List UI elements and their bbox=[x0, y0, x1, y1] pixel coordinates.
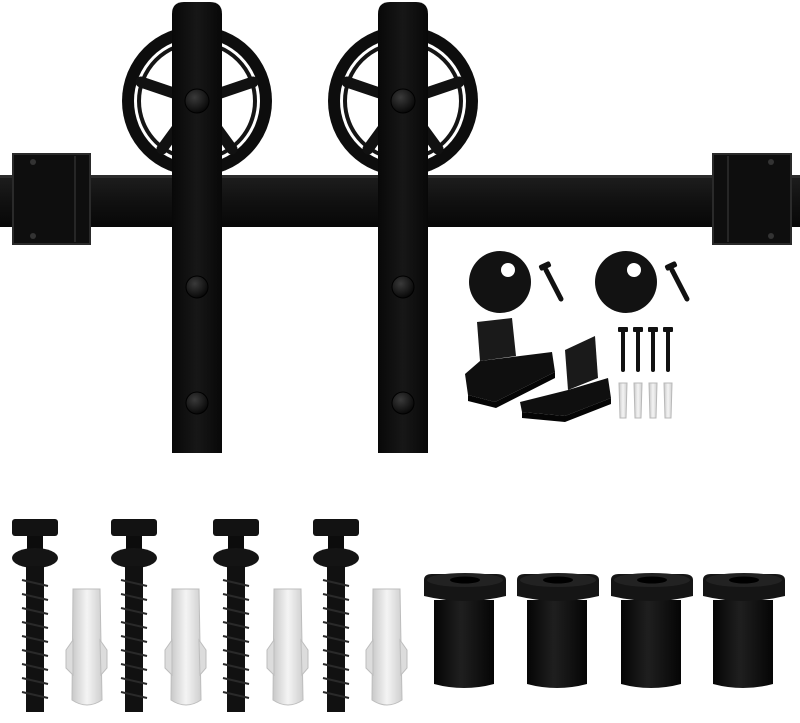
lag-bolt-3 bbox=[213, 519, 259, 712]
small-screw-icon bbox=[633, 327, 643, 372]
door-bolt-icon bbox=[185, 275, 209, 299]
rail-spacer-2 bbox=[517, 573, 599, 688]
right-rail-end-cap bbox=[712, 153, 792, 245]
floor-guide-left bbox=[465, 318, 555, 408]
axle-bolt-icon bbox=[390, 88, 416, 114]
rail-spacer-1 bbox=[424, 573, 506, 688]
wall-anchor-3 bbox=[266, 588, 309, 706]
rail-spacer-3 bbox=[611, 573, 693, 688]
small-screw-icon bbox=[663, 327, 673, 372]
small-anchor-icon bbox=[633, 382, 643, 419]
small-screw-icon bbox=[618, 327, 628, 372]
door-bolt-icon bbox=[391, 391, 415, 415]
lag-bolt-2 bbox=[111, 519, 157, 712]
wall-anchor-1 bbox=[65, 588, 108, 706]
lag-bolt-4 bbox=[313, 519, 359, 712]
anti-jump-screw-right bbox=[664, 261, 690, 302]
door-bolt-icon bbox=[185, 391, 209, 415]
small-anchor-icon bbox=[663, 382, 673, 419]
floor-guide-right bbox=[520, 336, 611, 422]
wall-anchor-2 bbox=[164, 588, 207, 706]
door-bolt-icon bbox=[391, 275, 415, 299]
anti-jump-disc-right bbox=[595, 251, 657, 313]
axle-bolt-icon bbox=[184, 88, 210, 114]
wall-anchor-4 bbox=[365, 588, 408, 706]
small-screws bbox=[618, 327, 673, 372]
small-anchor-icon bbox=[648, 382, 658, 419]
lag-bolt-1 bbox=[12, 519, 58, 712]
left-rail-end-cap bbox=[12, 153, 91, 245]
anti-jump-screw-left bbox=[538, 261, 564, 302]
small-screw-icon bbox=[648, 327, 658, 372]
right-hanger-strap bbox=[378, 2, 428, 453]
anti-jump-disc-left bbox=[469, 251, 531, 313]
left-hanger-strap bbox=[172, 2, 222, 453]
rail-spacer-4 bbox=[703, 573, 785, 688]
small-anchors bbox=[618, 382, 673, 419]
small-anchor-icon bbox=[618, 382, 628, 419]
